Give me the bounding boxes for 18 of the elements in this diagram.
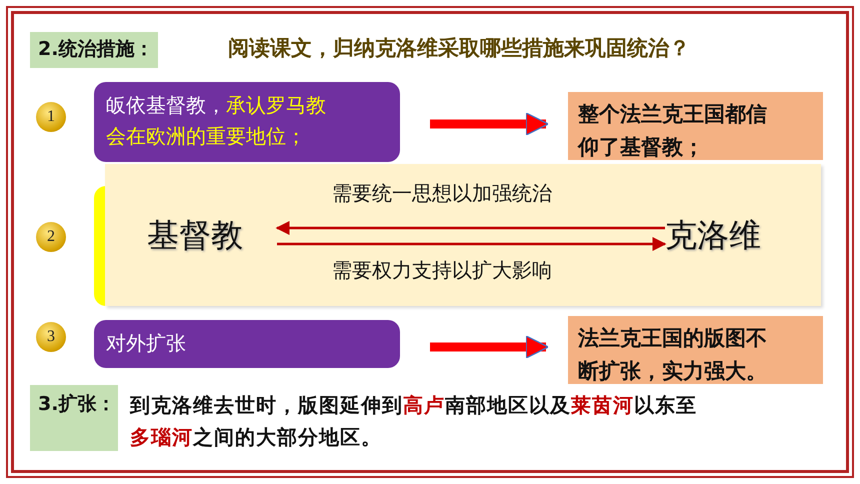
number-badge: 1 <box>36 102 66 132</box>
highlight-box <box>94 186 106 306</box>
number-badge: 2 <box>36 222 66 252</box>
concept-label: 克洛维 <box>665 214 795 258</box>
measure-box: 皈依基督教，承认罗马教会在欧洲的重要地位； <box>94 82 400 162</box>
arrow <box>430 335 549 359</box>
number-badge: 3 <box>36 322 66 352</box>
question-text: 阅读课文，归纳克洛维采取哪些措施来巩固统治？ <box>228 34 690 62</box>
paragraph-text: 到克洛维去世时，版图延伸到高卢南部地区以及莱茵河以东至多瑙河之间的大部分地区。 <box>130 392 698 451</box>
arrow <box>276 221 665 235</box>
result-box: 法兰克王国的版图不断扩张，实力强大。 <box>568 316 823 384</box>
arrow <box>430 112 549 136</box>
concept-label: 基督教 <box>147 214 277 258</box>
heading-box: 2.统治措施： <box>30 32 158 68</box>
heading-box: 3.扩张： <box>30 385 118 451</box>
arrow <box>277 237 666 251</box>
measure-box: 对外扩张 <box>94 320 400 368</box>
result-box: 整个法兰克王国都信仰了基督教； <box>568 92 823 160</box>
